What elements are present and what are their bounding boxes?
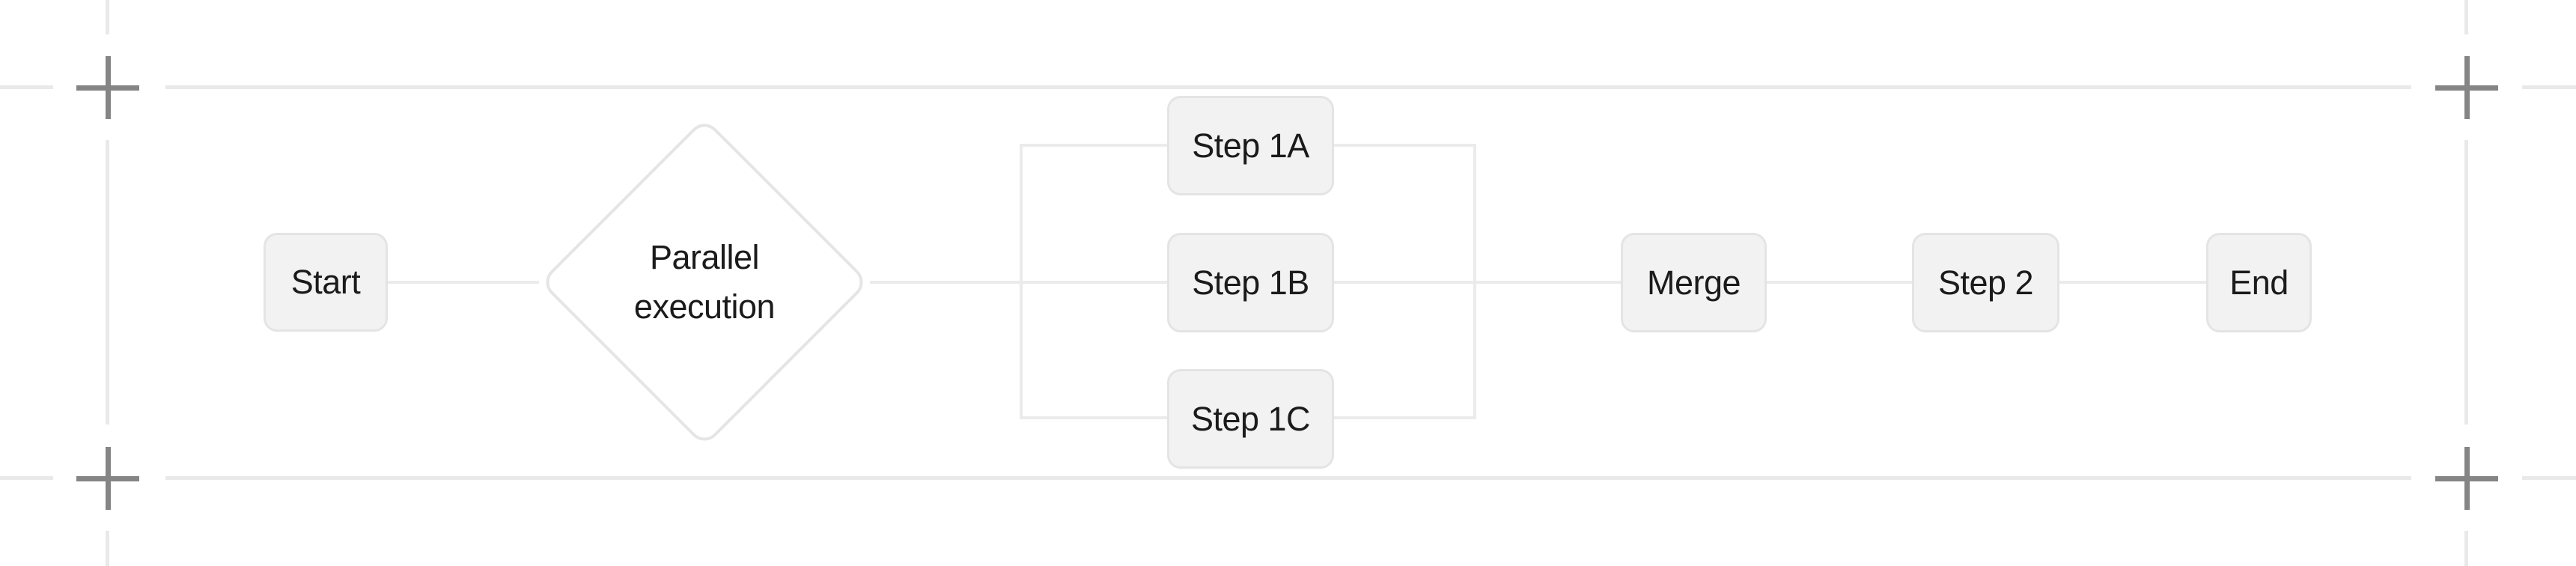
edge-step1c-merge [1334, 416, 1475, 419]
node-end[interactable]: End [2206, 233, 2312, 332]
node-label: Parallel execution [633, 233, 776, 332]
node-step-2[interactable]: Step 2 [1912, 233, 2059, 332]
node-label: Step 1C [1190, 399, 1311, 438]
edge-step1b-merge [1334, 281, 1621, 284]
node-label: Step 1A [1192, 126, 1309, 165]
guide-line-right [2464, 140, 2468, 424]
node-parallel-execution[interactable]: Parallel execution [539, 117, 870, 448]
guide-line-bottom [2522, 476, 2576, 480]
guide-line-bottom [0, 476, 53, 480]
edge-step1a-merge [1334, 144, 1475, 147]
node-step-1a[interactable]: Step 1A [1167, 96, 1334, 195]
edge-parallel-step1b [870, 281, 1167, 284]
crop-mark-icon [2435, 447, 2498, 510]
node-step-1b[interactable]: Step 1B [1167, 233, 1334, 332]
edge-branch-vertical-left [1020, 144, 1023, 419]
node-label-line: Parallel [649, 238, 760, 276]
node-step-1c[interactable]: Step 1C [1167, 369, 1334, 469]
edge-parallel-step1c [1021, 416, 1167, 419]
node-label-line: execution [633, 287, 776, 326]
crop-mark-icon [2435, 56, 2498, 119]
node-label: Start [290, 263, 361, 301]
guide-line-top [0, 85, 53, 89]
guide-line-top [2522, 85, 2576, 89]
edge-parallel-step1a [1021, 144, 1167, 147]
guide-line-right [2464, 531, 2468, 566]
node-merge[interactable]: Merge [1621, 233, 1767, 332]
guide-line-right [2464, 0, 2468, 34]
guide-line-bottom [165, 476, 2411, 480]
node-label: Step 1B [1192, 263, 1309, 302]
edge-step2-end [2059, 281, 2206, 284]
guide-line-top [165, 85, 2411, 89]
node-label: Merge [1646, 263, 1741, 302]
crop-mark-icon [76, 56, 139, 119]
edge-start-parallel [388, 281, 539, 284]
node-label: Step 2 [1937, 263, 2034, 302]
node-label: End [2229, 263, 2289, 302]
node-start[interactable]: Start [264, 233, 388, 332]
guide-line-left [106, 140, 109, 424]
edge-merge-step2 [1767, 281, 1912, 284]
crop-mark-icon [76, 447, 139, 510]
guide-line-left [106, 531, 109, 566]
guide-line-left [106, 0, 109, 34]
